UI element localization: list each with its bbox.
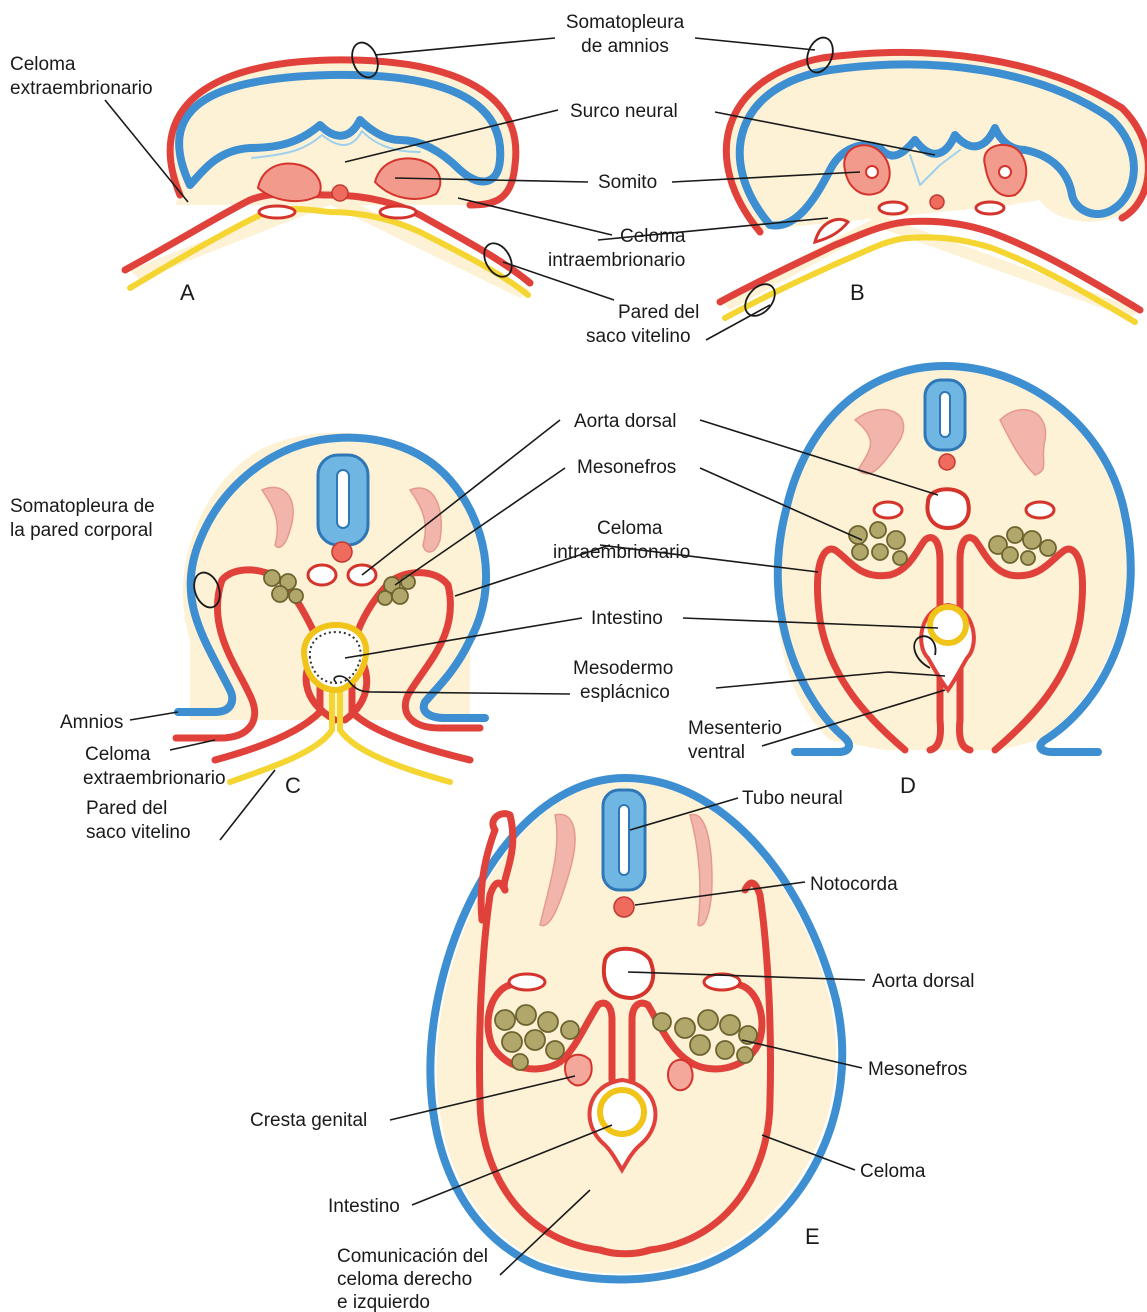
label-aorta-dorsal-e: Aorta dorsal: [872, 971, 974, 992]
label-somito: Somito: [598, 172, 657, 193]
panel-label-b: B: [850, 280, 865, 305]
panel-b-drawing: [720, 52, 1147, 322]
label-pared-saco-vitelino-c-line1: Pared del: [86, 798, 167, 819]
label-celoma-extraembrionario-line1: Celoma: [10, 54, 76, 75]
panel-d-drawing: [777, 366, 1131, 752]
label-pared-saco-vitelino-top-line1: Pared del: [618, 302, 699, 323]
label-mesodermo-esplacnico-line2: esplácnico: [580, 682, 670, 703]
panel-label-c: C: [285, 773, 301, 798]
label-comunicacion-line1: Comunicación del: [337, 1246, 488, 1267]
label-notocorda: Notocorda: [810, 874, 898, 895]
label-intestino-mid: Intestino: [591, 608, 663, 629]
label-mesonefros-mid: Mesonefros: [577, 457, 676, 478]
label-somatopleura-amnios-line1: Somatopleura: [566, 12, 685, 33]
label-celoma-extraembrionario-c-line1: Celoma: [85, 744, 151, 765]
label-somatopleura-pared-line1: Somatopleura de: [10, 496, 155, 517]
panel-e-drawing: [430, 778, 842, 1280]
label-mesenterio-ventral-line1: Mesenterio: [688, 718, 782, 739]
label-comunicacion-line2: celoma derecho: [337, 1269, 472, 1290]
label-intestino-e: Intestino: [328, 1196, 400, 1217]
label-aorta-dorsal-mid: Aorta dorsal: [574, 411, 676, 432]
label-pared-saco-vitelino-c-line2: saco vitelino: [86, 822, 191, 843]
panel-label-a: A: [180, 280, 195, 305]
panel-c-drawing: [176, 433, 486, 782]
label-somatopleura-amnios-line2: de amnios: [581, 36, 669, 57]
label-celoma-extraembrionario-c-line2: extraembrionario: [83, 768, 226, 789]
label-celoma-intraembrionario-mid-line2: intraembrionario: [553, 542, 690, 563]
label-mesonefros-e: Mesonefros: [868, 1059, 967, 1080]
label-celoma: Celoma: [860, 1161, 926, 1182]
panel-label-e: E: [805, 1224, 820, 1249]
label-celoma-extraembrionario-line2: extraembrionario: [10, 78, 153, 99]
label-mesodermo-esplacnico-line1: Mesodermo: [573, 658, 673, 679]
panel-label-d: D: [900, 773, 916, 798]
label-amnios: Amnios: [60, 712, 123, 733]
label-cresta-genital: Cresta genital: [250, 1110, 367, 1131]
label-surco-neural: Surco neural: [570, 101, 678, 122]
label-celoma-intraembrionario-mid-line1: Celoma: [597, 518, 663, 539]
label-mesenterio-ventral-line2: ventral: [688, 742, 745, 763]
label-celoma-intraembrionario-top-line1: Celoma: [620, 226, 686, 247]
label-comunicacion-line3: e izquierdo: [337, 1292, 430, 1312]
label-pared-saco-vitelino-top-line2: saco vitelino: [586, 326, 691, 347]
label-celoma-intraembrionario-top-line2: intraembrionario: [548, 250, 685, 271]
label-somatopleura-pared-line2: la pared corporal: [10, 520, 153, 541]
label-tubo-neural: Tubo neural: [742, 788, 843, 809]
